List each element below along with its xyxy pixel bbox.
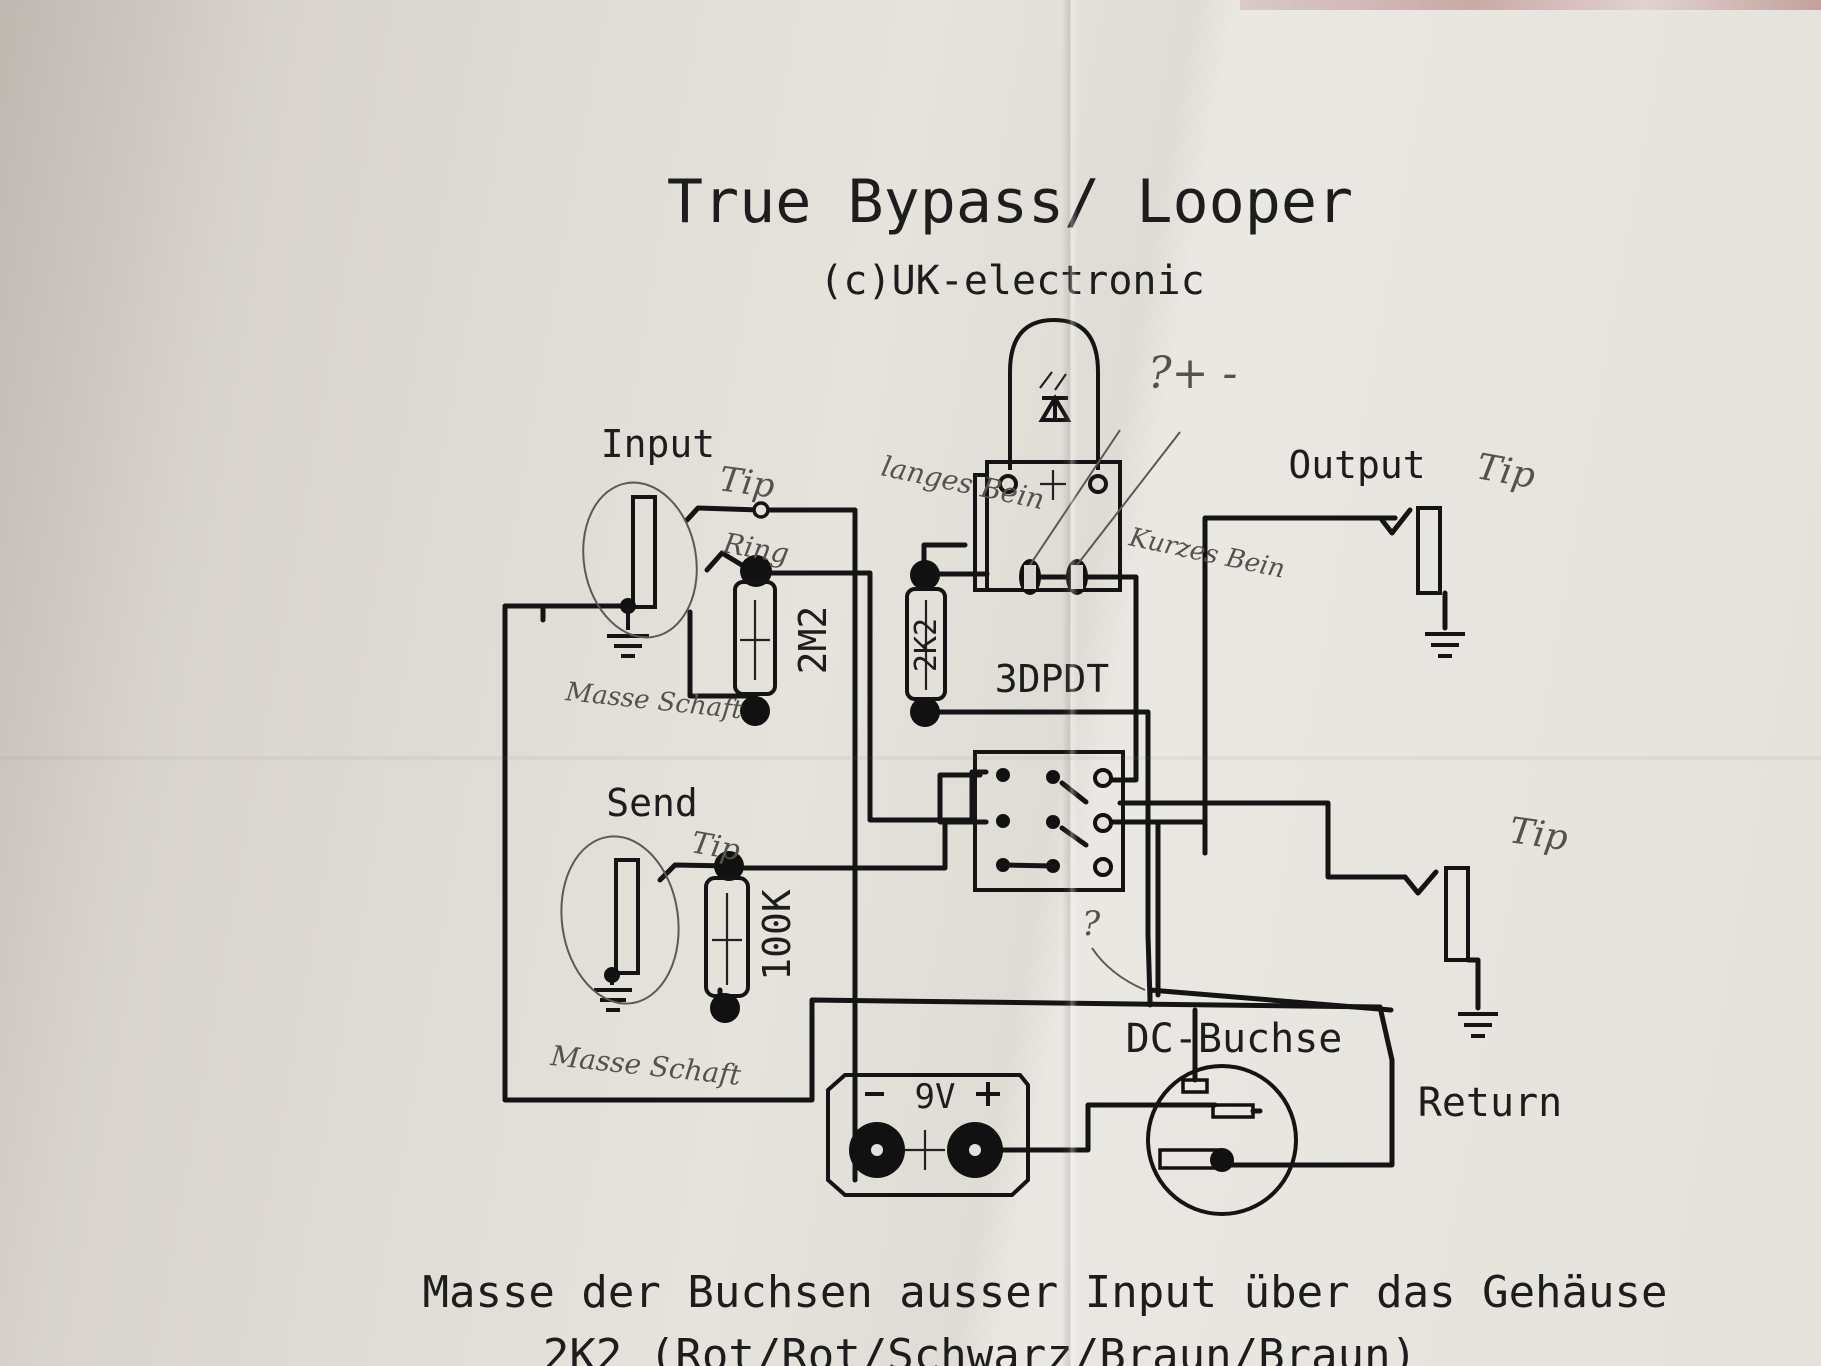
send-tip-pad — [714, 851, 744, 881]
ground-symbol-icon — [1458, 1012, 1498, 1038]
note-ring-input: Ring — [720, 526, 792, 570]
resistor-2k2-value: 2K2 — [909, 618, 944, 672]
paper-fold-horizontal — [0, 755, 1821, 761]
switch-3dpdt — [973, 750, 1125, 892]
diagram-subtitle: (c)UK-electronic — [819, 258, 1204, 304]
input-jack — [582, 481, 772, 658]
resistor-100k: 100K — [704, 876, 799, 1023]
note-question-mark: ? — [1082, 904, 1101, 944]
plus-icon — [976, 1082, 1000, 1106]
switch-label: 3DPDT — [995, 657, 1109, 701]
note-tip-input: Tip — [717, 459, 777, 506]
wiring — [502, 507, 1408, 1183]
note-led-polarity: ?+ - — [1148, 348, 1237, 399]
dc-jack-label: DC-Buchse — [1126, 1016, 1343, 1062]
output-label: Output — [1288, 443, 1425, 487]
led — [925, 317, 1181, 595]
battery-label: 9V — [915, 1077, 956, 1117]
resistor-2m2: 2M2 — [733, 580, 835, 726]
send-jack — [560, 835, 744, 1012]
battery-9v: 9V — [826, 1073, 1030, 1197]
dc-jack — [1146, 987, 1394, 1216]
resistor-2k2: 2K2 — [905, 560, 947, 727]
note-tip-send: Tip — [689, 825, 743, 868]
note-ground-input: Masse Schaft — [563, 677, 744, 726]
send-label: Send — [606, 781, 698, 825]
return-label: Return — [1418, 1080, 1563, 1126]
input-label: Input — [601, 422, 715, 466]
resistor-100k-value: 100K — [755, 889, 799, 981]
note-tip-return: Tip — [1507, 810, 1571, 859]
output-jack — [1379, 506, 1465, 658]
footer-resistor-code: 2K2 (Rot/Rot/Schwarz/Braun/Braun) — [543, 1330, 1417, 1366]
note-long-leg: langes Bein — [879, 450, 1048, 517]
ground-symbol-icon — [607, 606, 649, 658]
ground-symbol-icon — [594, 975, 632, 1012]
input-ring-pad — [740, 555, 772, 587]
note-tip-output: Tip — [1473, 446, 1538, 497]
ground-symbol-icon — [1425, 632, 1465, 658]
resistor-2m2-value: 2M2 — [791, 606, 835, 675]
note-ground-send: Masse Schaft — [548, 1039, 743, 1092]
diagram-title: True Bypass/ Looper — [667, 167, 1353, 237]
paper-fold-vertical — [1062, 0, 1078, 1366]
footer-note: Masse der Buchsen ausser Input über das … — [422, 1267, 1667, 1318]
return-jack — [1402, 866, 1498, 1038]
torn-paper-edge — [1240, 0, 1821, 10]
